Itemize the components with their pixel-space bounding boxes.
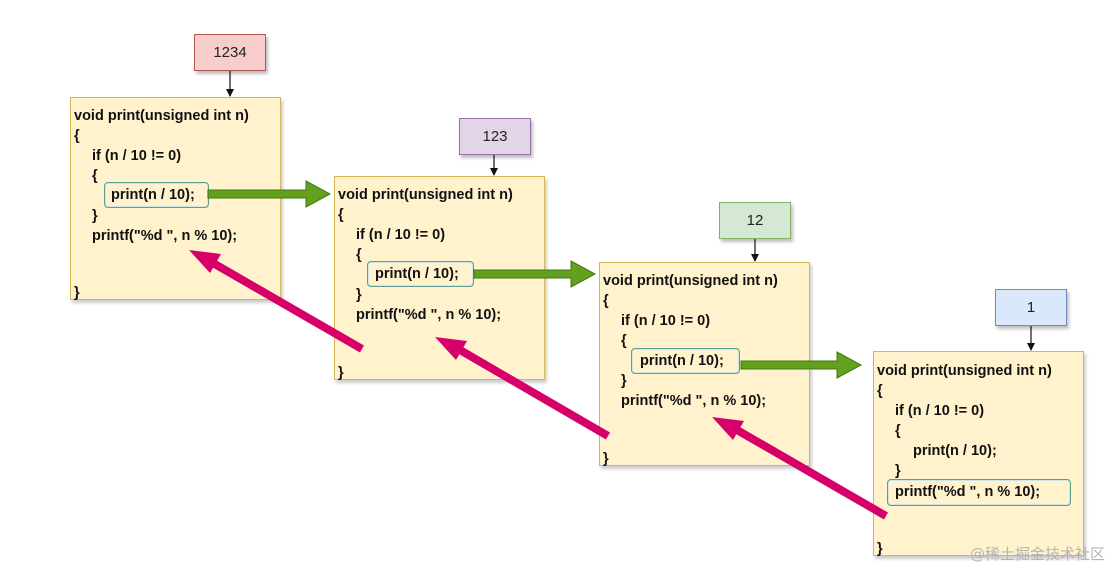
return-arrow-3 [712, 417, 888, 520]
code-line-recursive-call: print(n / 10); [111, 187, 195, 203]
value-tag-123: 123 [459, 118, 531, 155]
code-line-if-open: { [895, 423, 901, 439]
code-line-if-close: } [356, 287, 362, 303]
code-line-printf: printf("%d ", n % 10); [92, 228, 238, 244]
code-line-if: if (n / 10 != 0) [92, 148, 182, 164]
active-printf-highlight [887, 479, 1071, 506]
code-line-if-close: } [621, 373, 627, 389]
value-tag-1: 1 [995, 289, 1067, 326]
watermark: @稀土掘金技术社区 [969, 545, 1105, 563]
code-line-printf: printf("%d ", n % 10); [895, 484, 1041, 500]
code-line-close-brace: } [74, 285, 80, 301]
code-line-if: if (n / 10 != 0) [621, 313, 711, 329]
code-line-close-brace: } [603, 451, 609, 467]
code-line-if-open: { [92, 168, 98, 184]
code-frame-4: void print(unsigned int n) { if (n / 10 … [873, 351, 1084, 557]
active-call-highlight [631, 348, 740, 374]
code-line-recursive-call: print(n / 10); [640, 353, 724, 369]
value-tag-12: 12 [719, 202, 791, 239]
code-line-if: if (n / 10 != 0) [356, 227, 446, 243]
code-line-close-brace: } [877, 541, 883, 557]
code-line-close-brace: } [338, 365, 344, 381]
code-line-signature: void print(unsigned int n) [603, 273, 778, 289]
code-line-if: if (n / 10 != 0) [895, 403, 985, 419]
value-tag-1234: 1234 [194, 34, 266, 71]
code-line-recursive-call: print(n / 10); [375, 266, 459, 282]
code-line-printf: printf("%d ", n % 10); [621, 393, 767, 409]
code-line-if-open: { [356, 247, 362, 263]
code-line-recursive-call: print(n / 10); [913, 443, 997, 459]
call-arrow-2 [473, 260, 597, 288]
code-line-open-brace: { [74, 128, 80, 144]
code-line-if-open: { [621, 333, 627, 349]
code-line-open-brace: { [877, 383, 883, 399]
return-arrow-1 [189, 250, 364, 353]
code-line-printf: printf("%d ", n % 10); [356, 307, 502, 323]
code-line-open-brace: { [603, 293, 609, 309]
call-arrow-1 [207, 180, 332, 208]
code-line-if-close: } [895, 463, 901, 479]
return-arrow-2 [435, 337, 611, 440]
code-line-if-close: } [92, 208, 98, 224]
code-line-open-brace: { [338, 207, 344, 223]
code-line-signature: void print(unsigned int n) [877, 363, 1052, 379]
call-arrow-3 [740, 351, 863, 379]
code-line-signature: void print(unsigned int n) [338, 187, 513, 203]
code-line-signature: void print(unsigned int n) [74, 108, 249, 124]
